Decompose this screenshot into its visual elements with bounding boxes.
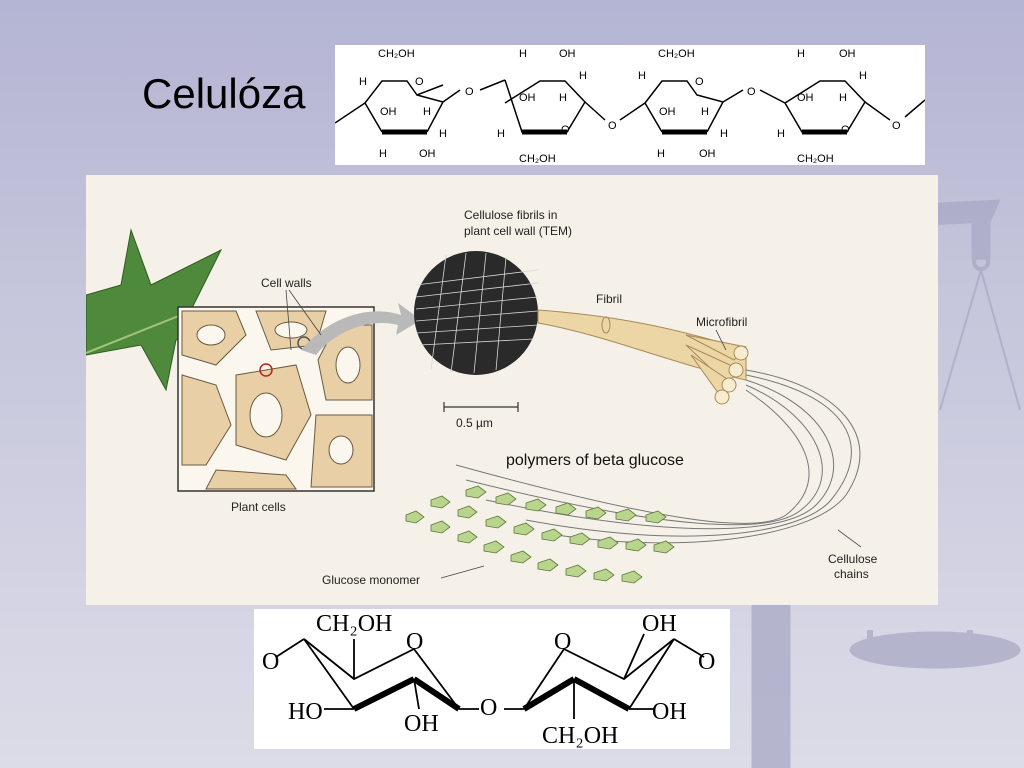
- atom-h-13: H: [797, 48, 805, 60]
- atom-ho: HO: [288, 699, 323, 725]
- slide-title: Celulóza: [142, 70, 306, 117]
- atom-o-right: O: [698, 649, 715, 675]
- atom-h-9: H: [638, 70, 646, 82]
- cellobiose-formula: CH₂OH O O HO OH O O OH O OH CH₂OH: [254, 609, 730, 749]
- scale-bar: [443, 402, 519, 412]
- cellulose-chain-svg: CH₂OH H O OH H H OH H O H OH OH H H H O …: [335, 48, 925, 165]
- atom-o-ring-4: O: [841, 124, 850, 136]
- label-cellulose-chains-line2: chains: [834, 567, 869, 581]
- label-polymers: polymers of beta glucose: [506, 452, 684, 469]
- atom-h-7: H: [559, 92, 567, 104]
- atom-h-8: H: [497, 128, 505, 140]
- atom-h-10: H: [701, 106, 709, 118]
- atom-o-link-1: O: [465, 86, 474, 98]
- atom-o-ring-right: O: [554, 629, 571, 655]
- label-plant-cells: Plant cells: [231, 500, 286, 514]
- atom-h-6: H: [579, 70, 587, 82]
- tem-micrograph: [414, 251, 539, 375]
- atom-o-ring-2: O: [561, 124, 570, 136]
- label-cell-walls: Cell walls: [261, 276, 312, 290]
- atom-oh-8: OH: [797, 92, 814, 104]
- atom-oh-right: OH: [652, 699, 687, 725]
- label-microfibril: Microfibril: [696, 315, 747, 329]
- atom-h-12: H: [720, 128, 728, 140]
- atom-oh-2: OH: [419, 148, 436, 160]
- cellulose-chains: [455, 369, 861, 544]
- cellobiose-svg: CH₂OH O O HO OH O O OH O OH CH₂OH: [262, 611, 715, 749]
- atom-ch2oh-bottom: CH₂OH: [542, 723, 618, 749]
- atom-o-link-3: O: [747, 86, 756, 98]
- atom-h-15: H: [839, 92, 847, 104]
- label-fibrils-line1: Cellulose fibrils in: [464, 208, 557, 222]
- atom-oh-7: OH: [839, 48, 856, 60]
- atom-o-ring-left: O: [406, 629, 423, 655]
- atom-h-14: H: [859, 70, 867, 82]
- label-scale: 0.5 µm: [456, 416, 493, 430]
- atom-h-3: H: [379, 148, 387, 160]
- label-cellulose-chains-line1: Cellulose: [828, 552, 878, 566]
- atom-oh-4: OH: [519, 92, 536, 104]
- cellulose-structure-figure: Cellulose fibrils in plant cell wall (TE…: [86, 175, 938, 605]
- zoom-arrow-icon: [301, 303, 421, 355]
- atom-oh-top-right: OH: [642, 611, 677, 637]
- atom-oh-5: OH: [659, 106, 676, 118]
- atom-ch2oh-top: CH₂OH: [316, 611, 392, 637]
- atom-oh-bottom-left: OH: [404, 711, 439, 737]
- fibril-bundle: [537, 309, 749, 405]
- atom-ch2oh-2: CH₂OH: [519, 153, 556, 165]
- atom-h-11: H: [657, 148, 665, 160]
- atom-o-bridge: O: [480, 695, 497, 721]
- atom-o-ring-1: O: [415, 76, 424, 88]
- label-fibrils-line2: plant cell wall (TEM): [464, 224, 572, 238]
- atom-o-ring-3: O: [695, 76, 704, 88]
- glucose-chains: [405, 485, 675, 584]
- atom-ch2oh-3: CH₂OH: [658, 48, 695, 60]
- atom-ch2oh-1: CH₂OH: [378, 48, 415, 60]
- atom-o-left: O: [262, 649, 279, 675]
- atom-oh-3: OH: [559, 48, 576, 60]
- atom-h-5: H: [519, 48, 527, 60]
- label-glucose-monomer: Glucose monomer: [322, 573, 420, 587]
- atom-oh-1: OH: [380, 106, 397, 118]
- cellulose-chain-formula: CH₂OH H O OH H H OH H O H OH OH H H H O …: [335, 45, 925, 165]
- cellulose-structure-svg: Cellulose fibrils in plant cell wall (TE…: [86, 208, 878, 587]
- atom-h-16: H: [777, 128, 785, 140]
- atom-o-link-2: O: [608, 120, 617, 132]
- label-fibril: Fibril: [596, 292, 622, 306]
- atom-o-link-4: O: [892, 120, 901, 132]
- atom-h-4: H: [439, 128, 447, 140]
- atom-h-1: H: [359, 76, 367, 88]
- atom-ch2oh-4: CH₂OH: [797, 153, 834, 165]
- atom-oh-6: OH: [699, 148, 716, 160]
- plant-cells-diagram: [177, 306, 375, 492]
- atom-h-2: H: [423, 106, 431, 118]
